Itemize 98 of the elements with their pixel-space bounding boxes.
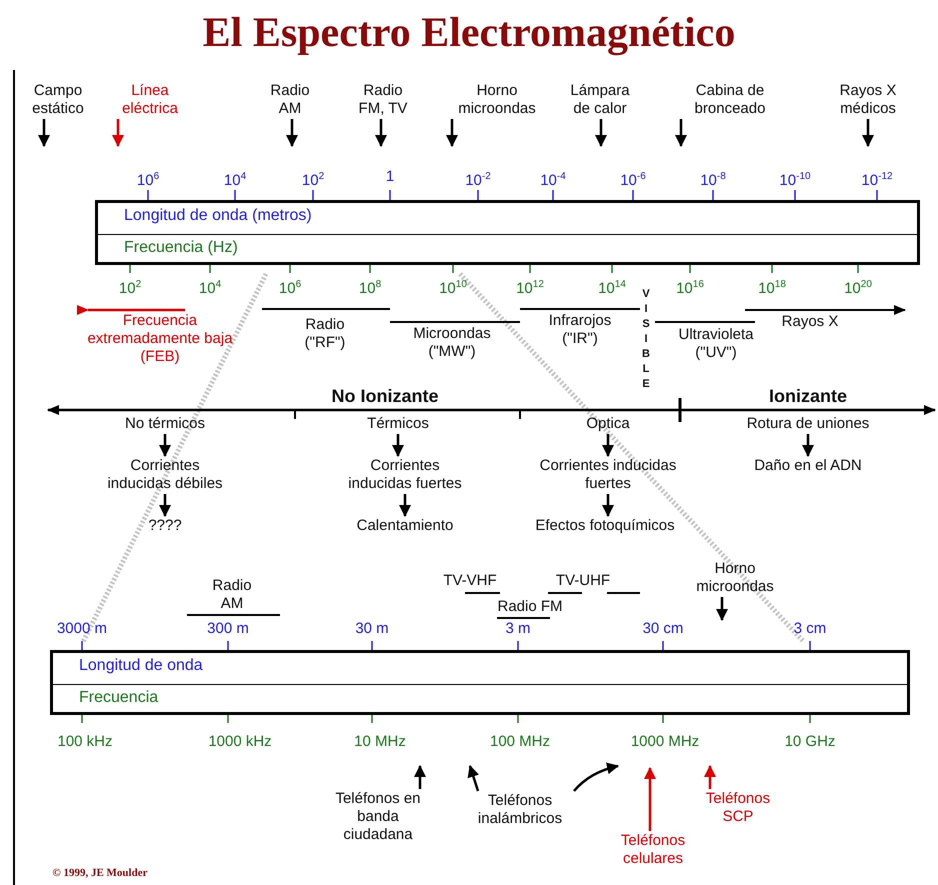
band-label: TV-VHF bbox=[442, 572, 498, 590]
effect-label: Efectos fotoquímicos bbox=[515, 517, 695, 535]
effect-label: ???? bbox=[135, 517, 195, 535]
tick-label: 10$^{6}$ bbox=[136, 170, 160, 190]
arrow bbox=[392, 434, 404, 457]
band-label: VISIBLE bbox=[641, 287, 651, 392]
tick-label: 3 cm bbox=[792, 620, 828, 638]
effect-label: Térmicos bbox=[328, 415, 468, 433]
copyright-note: © 1999, JE Moulder bbox=[52, 866, 148, 881]
device-label: Teléfonos inalámbricos bbox=[460, 792, 580, 828]
region-label: Ionizante bbox=[768, 386, 848, 406]
tick-label: 10$^{-12}$ bbox=[860, 170, 894, 190]
band-label: Infrarojos ("IR") bbox=[548, 312, 612, 348]
device-label: Teléfonos en banda ciudadana bbox=[333, 790, 423, 844]
tick-label: 100 MHz bbox=[488, 733, 552, 751]
arrow bbox=[602, 494, 614, 517]
arrow bbox=[414, 765, 426, 789]
effect-label: Corrientes inducidas débiles bbox=[98, 457, 232, 493]
effect-label: Optica bbox=[538, 415, 678, 433]
arrow bbox=[159, 494, 171, 517]
scale-title: Longitud de onda bbox=[79, 657, 203, 675]
source-label: Horno microondas bbox=[685, 560, 785, 596]
tick-label: 10$^{-4}$ bbox=[539, 170, 567, 190]
arrow bbox=[399, 494, 411, 517]
region-label: No Ionizante bbox=[330, 386, 440, 406]
diagram-title: El Espectro Electromagnético bbox=[202, 9, 736, 58]
scale-title: Longitud de onda (metros) bbox=[124, 207, 312, 225]
tick-label: 300 m bbox=[206, 620, 250, 638]
tick-label: 10$^{20}$ bbox=[843, 278, 873, 298]
tick-label: 10$^{6}$ bbox=[278, 278, 302, 298]
tick-label: 1000 kHz bbox=[207, 733, 273, 751]
arrow bbox=[468, 765, 480, 792]
arrow bbox=[286, 119, 298, 147]
source-label: Rayos X médicos bbox=[828, 82, 908, 118]
arrow bbox=[446, 119, 458, 147]
band-label: Frecuencia extremadamente baja (FEB) bbox=[86, 312, 234, 366]
tick-label: 10$^{2}$ bbox=[118, 278, 142, 298]
tick-label: 3 m bbox=[504, 620, 532, 638]
scale-title: Frecuencia (Hz) bbox=[124, 238, 238, 256]
scale-bar bbox=[50, 650, 910, 715]
arrow bbox=[573, 762, 619, 792]
effect-label: No térmicos bbox=[95, 415, 235, 433]
source-label: Horno microondas bbox=[449, 82, 545, 118]
source-label: Lámpara de calor bbox=[562, 82, 638, 118]
effect-label: Calentamiento bbox=[340, 517, 470, 535]
tick-label: 3000 m bbox=[56, 620, 108, 638]
arrow bbox=[595, 119, 607, 147]
band-label: Radio AM bbox=[211, 577, 253, 613]
tick-label: 10$^{8}$ bbox=[358, 278, 382, 298]
tick-label: 10 MHz bbox=[353, 733, 407, 751]
source-label: Radio AM bbox=[260, 82, 320, 118]
source-label: Campo estático bbox=[13, 82, 103, 118]
tick-label: 10$^{2}$ bbox=[300, 170, 326, 190]
effect-label: Daño en el ADN bbox=[708, 457, 908, 475]
band-label: Microondas ("MW") bbox=[412, 325, 492, 361]
tick-label: 10$^{12}$ bbox=[515, 278, 545, 298]
tick-label: 30 cm bbox=[642, 620, 684, 638]
effect-label: Rotura de uniones bbox=[708, 415, 908, 433]
arrow bbox=[375, 119, 387, 147]
arrow bbox=[112, 119, 124, 147]
arrow bbox=[38, 119, 50, 147]
tick-label: 100 kHz bbox=[56, 733, 114, 751]
arrow bbox=[704, 765, 716, 789]
tick-label: 10$^{-2}$ bbox=[464, 170, 492, 190]
arrow bbox=[159, 434, 171, 457]
source-label: Cabina de bronceado bbox=[675, 82, 785, 118]
tick-label: 10$^{4}$ bbox=[222, 170, 248, 190]
band-label: TV-UHF bbox=[554, 572, 612, 590]
tick-label: 10$^{-10}$ bbox=[778, 170, 812, 190]
device-label: Teléfonos celulares bbox=[608, 832, 698, 868]
scale-title: Frecuencia bbox=[79, 688, 158, 706]
tick-label: 1000 MHz bbox=[630, 733, 700, 751]
tick-label: 10$^{4}$ bbox=[198, 278, 222, 298]
arrow bbox=[602, 434, 614, 457]
tick-label: 10$^{-8}$ bbox=[699, 170, 727, 190]
device-label: Teléfonos SCP bbox=[700, 790, 776, 826]
effect-label: Corrientes inducidas fuertes bbox=[338, 457, 472, 493]
source-label: Línea eléctrica bbox=[110, 82, 190, 118]
scale-bar bbox=[95, 200, 920, 265]
band-label: Ultravioleta ("UV") bbox=[677, 326, 755, 362]
tick-label: 10$^{14}$ bbox=[597, 278, 627, 298]
source-label: Radio FM, TV bbox=[355, 82, 411, 118]
arrow bbox=[862, 119, 874, 147]
band-label: Radio ("RF") bbox=[304, 316, 346, 352]
tick-label: 10$^{-6}$ bbox=[619, 170, 647, 190]
tick-label: 10$^{10}$ bbox=[438, 278, 468, 298]
tick-label: 10 GHz bbox=[784, 733, 836, 751]
band-label: Rayos X bbox=[780, 313, 840, 331]
arrow bbox=[675, 119, 687, 147]
band-label: Radio FM bbox=[496, 598, 564, 616]
effect-label: Corrientes inducidas fuertes bbox=[528, 457, 688, 493]
tick-label: 30 m bbox=[354, 620, 390, 638]
arrow bbox=[716, 597, 728, 621]
tick-label: 1 bbox=[384, 168, 396, 186]
arrow bbox=[644, 767, 656, 831]
tick-label: 10$^{16}$ bbox=[675, 278, 705, 298]
arrow bbox=[802, 434, 814, 457]
tick-label: 10$^{18}$ bbox=[757, 278, 787, 298]
